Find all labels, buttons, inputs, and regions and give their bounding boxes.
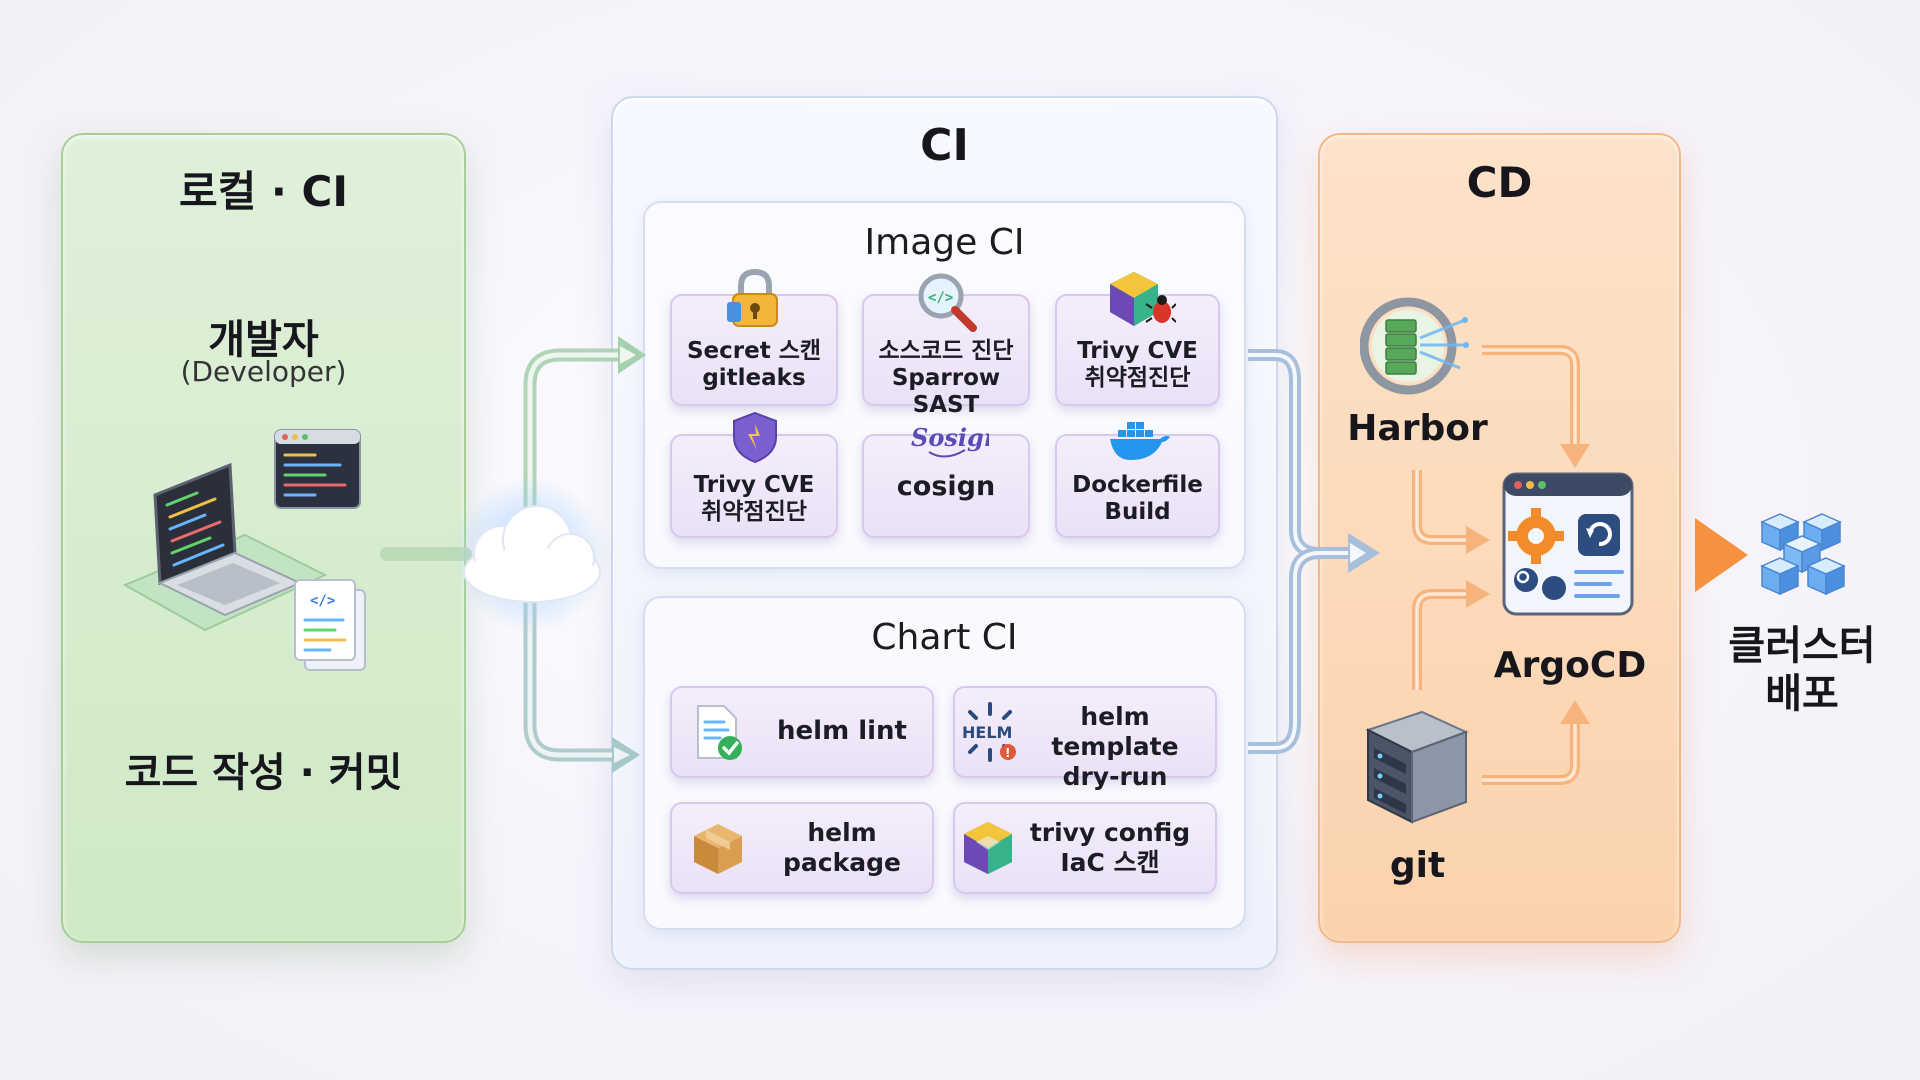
argocd-window-icon [1502,472,1634,616]
padlock-icon [727,268,778,327]
tool-line1: Secret 스캔 [686,338,822,364]
tool-line1: cosign [896,471,996,502]
tool-cosign: cosign [862,434,1030,538]
harbor-down-arrow [1412,470,1468,545]
tool-trivy-config: trivy config IaC 스캔 [953,802,1217,894]
tool-line1: helm template [1051,702,1179,761]
svg-text:!: ! [1005,746,1010,760]
harbor-label: Harbor [1347,408,1488,449]
cluster-deploy-line2: 배포 [1765,671,1839,717]
tool-line2: package [783,848,901,877]
sosign-logo-icon: Sosign [911,423,989,458]
git-up-arrow [1412,589,1468,690]
local-ci-title: 로컬 · CI [179,167,348,216]
chart-ci-to-cd-connector [1248,547,1321,754]
cd-title: CD [1466,158,1533,207]
cloud-icon [463,505,601,603]
git-to-argocd-arrow [1482,722,1580,785]
laptop-icon [153,462,303,617]
svg-text:HELM: HELM [962,723,1012,742]
document-check-icon [697,705,742,760]
git-label: git [1389,845,1446,886]
tool-line1: Trivy CVE [1077,338,1198,364]
svg-text:</>: </> [310,593,335,609]
trivy-bug-icon [1110,272,1176,326]
tool-line2: gitleaks [702,365,806,391]
local-ci-panel [61,133,466,943]
helm-wheel-icon: HELM ! [962,702,1016,762]
tool-line1: Dockerfile [1072,472,1203,498]
tool-line1: Trivy CVE [693,472,815,498]
developer-label: 개발자 [208,317,319,363]
package-box-icon [694,824,742,874]
image-ci-to-cd-connector [1248,349,1352,559]
developer-workstation-icon: </> [122,429,366,671]
svg-text:</>: </> [928,290,953,306]
cluster-deploy-line1: 클러스터 [1728,623,1876,669]
developer-en-label: (Developer) [180,355,347,388]
code-magnifier-icon: </> [918,273,977,332]
trivy-cube-icon [964,822,1012,874]
tool-line2: 취약점진단 [1084,365,1191,391]
tool-line1: helm lint [777,716,907,746]
cluster-cubes-icon [1760,513,1846,596]
tool-line2: IaC 스캔 [1060,848,1160,877]
tool-helm-template: helm template dry-run [953,686,1217,791]
chart-ci-title: Chart CI [871,617,1018,658]
ci-title: CI [920,120,969,171]
tool-line1: helm [807,818,877,847]
code-commit-label: 코드 작성 · 커밋 [124,750,403,796]
tool-line2: 취약점진단 [701,499,807,525]
tool-line2: Build [1104,499,1171,525]
shield-icon [733,411,777,464]
docker-whale-icon [1110,422,1170,460]
code-window-icon [274,429,361,509]
tool-secret-scan: Secret 스캔 gitleaks [670,294,838,406]
tool-line1: trivy config [1029,818,1191,847]
cluster-deploy-label: 클러스터 배포 [1712,622,1892,718]
code-document-icon: </> [294,579,366,671]
tool-helm-package: helm package [670,802,934,894]
harbor-icon [1360,297,1469,395]
image-ci-title: Image CI [864,222,1025,263]
git-server-icon [1365,710,1469,824]
tool-line2: Sparrow SAST [891,365,1001,418]
argocd-label: ArgoCD [1493,645,1647,686]
svg-text:Sosign: Sosign [911,423,989,452]
tool-line2: dry-run [1062,762,1168,791]
tool-line1: 소스코드 진단 [878,338,1014,364]
